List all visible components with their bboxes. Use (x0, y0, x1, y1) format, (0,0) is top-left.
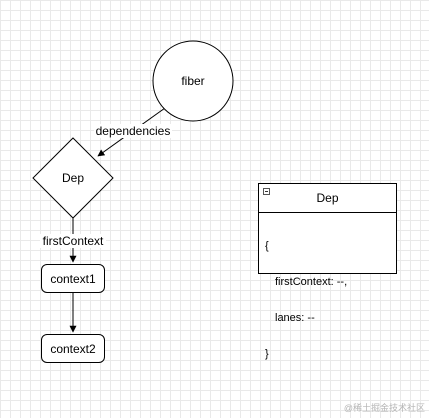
dep-field-first-context: firstContext: --, (275, 276, 348, 288)
collapse-icon[interactable] (263, 188, 270, 195)
dep-field-lanes: lanes: -- (275, 312, 315, 324)
context1-node-label: context1 (50, 271, 96, 286)
edge-label-dependencies: dependencies (96, 124, 171, 138)
open-brace: { (265, 240, 269, 252)
fiber-node-label: fiber (181, 74, 204, 88)
context1-node[interactable]: context1 (41, 264, 105, 293)
edge-label-firstcontext: firstContext (43, 234, 104, 248)
watermark: @稀土掘金技术社区 (343, 403, 425, 413)
dep-node[interactable] (32, 137, 114, 219)
context2-node[interactable]: context2 (41, 334, 105, 363)
dep-container-body: { firstContext: --, lanes: -- } (259, 213, 396, 387)
close-brace: } (265, 348, 269, 360)
dep-node-label: Dep (62, 171, 84, 185)
dep-container[interactable]: Dep { firstContext: --, lanes: -- } (258, 183, 397, 360)
fiber-node[interactable] (152, 40, 234, 122)
dep-container-title: Dep (316, 191, 339, 205)
dep-container-header: Dep (259, 184, 396, 213)
context2-node-label: context2 (50, 341, 96, 356)
